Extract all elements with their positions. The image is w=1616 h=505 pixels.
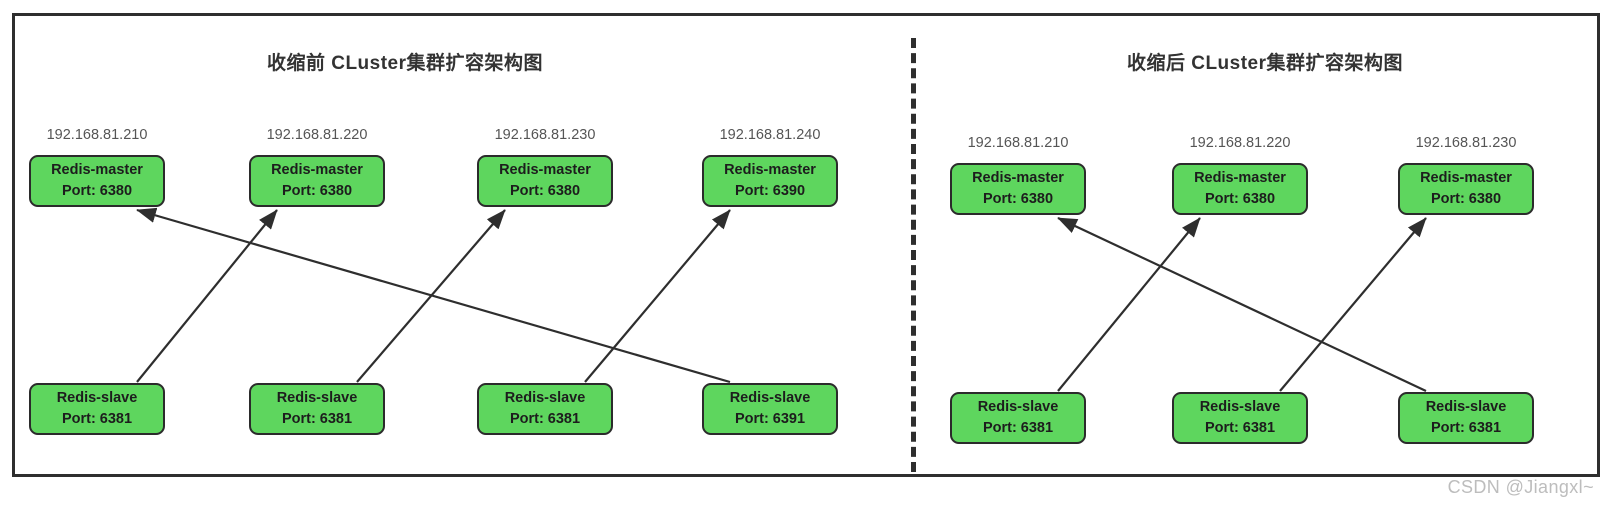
panel-title-after: 收缩后 CLuster集群扩容架构图: [1126, 53, 1404, 74]
node-port-label: Port: 6381: [509, 411, 581, 427]
panel-title-before: 收缩前 CLuster集群扩容架构图: [266, 53, 544, 74]
node-role-label: Redis-master: [51, 162, 143, 179]
watermark: CSDN @Jiangxl~: [1447, 477, 1594, 497]
node-port-label: Port: 6381: [281, 411, 353, 427]
node-port-label: Port: 6390: [734, 183, 806, 199]
ip-label-after-2: 192.168.81.230: [1415, 135, 1517, 151]
node-port-label: Port: 6381: [1204, 420, 1276, 436]
node-role-label: Redis-master: [271, 162, 363, 179]
ip-label-after-1: 192.168.81.220: [1189, 135, 1291, 151]
node-role-label: Redis-slave: [1199, 399, 1281, 416]
node-port-label: Port: 6381: [61, 411, 133, 427]
node-role-label: Redis-slave: [1425, 399, 1507, 416]
node-role-label: Redis-slave: [729, 390, 811, 407]
ip-label-before-2: 192.168.81.230: [494, 127, 596, 143]
node-role-label: Redis-slave: [977, 399, 1059, 416]
ip-label-before-0: 192.168.81.210: [46, 127, 148, 143]
node-role-label: Redis-slave: [276, 390, 358, 407]
node-role-label: Redis-master: [1194, 170, 1286, 187]
node-role-label: Redis-slave: [56, 390, 138, 407]
node-port-label: Port: 6380: [61, 183, 133, 199]
node-port-label: Port: 6380: [1204, 191, 1276, 207]
node-port-label: Port: 6380: [509, 183, 581, 199]
ip-label-after-0: 192.168.81.210: [967, 135, 1069, 151]
node-role-label: Redis-master: [724, 162, 816, 179]
node-role-label: Redis-master: [972, 170, 1064, 187]
ip-label-before-1: 192.168.81.220: [266, 127, 368, 143]
panel-divider: [911, 38, 916, 472]
node-role-label: Redis-slave: [504, 390, 586, 407]
node-port-label: Port: 6381: [1430, 420, 1502, 436]
node-port-label: Port: 6381: [982, 420, 1054, 436]
node-role-label: Redis-master: [1420, 170, 1512, 187]
ip-label-before-3: 192.168.81.240: [719, 127, 821, 143]
node-port-label: Port: 6380: [982, 191, 1054, 207]
node-role-label: Redis-master: [499, 162, 591, 179]
node-port-label: Port: 6391: [734, 411, 806, 427]
node-port-label: Port: 6380: [281, 183, 353, 199]
node-port-label: Port: 6380: [1430, 191, 1502, 207]
